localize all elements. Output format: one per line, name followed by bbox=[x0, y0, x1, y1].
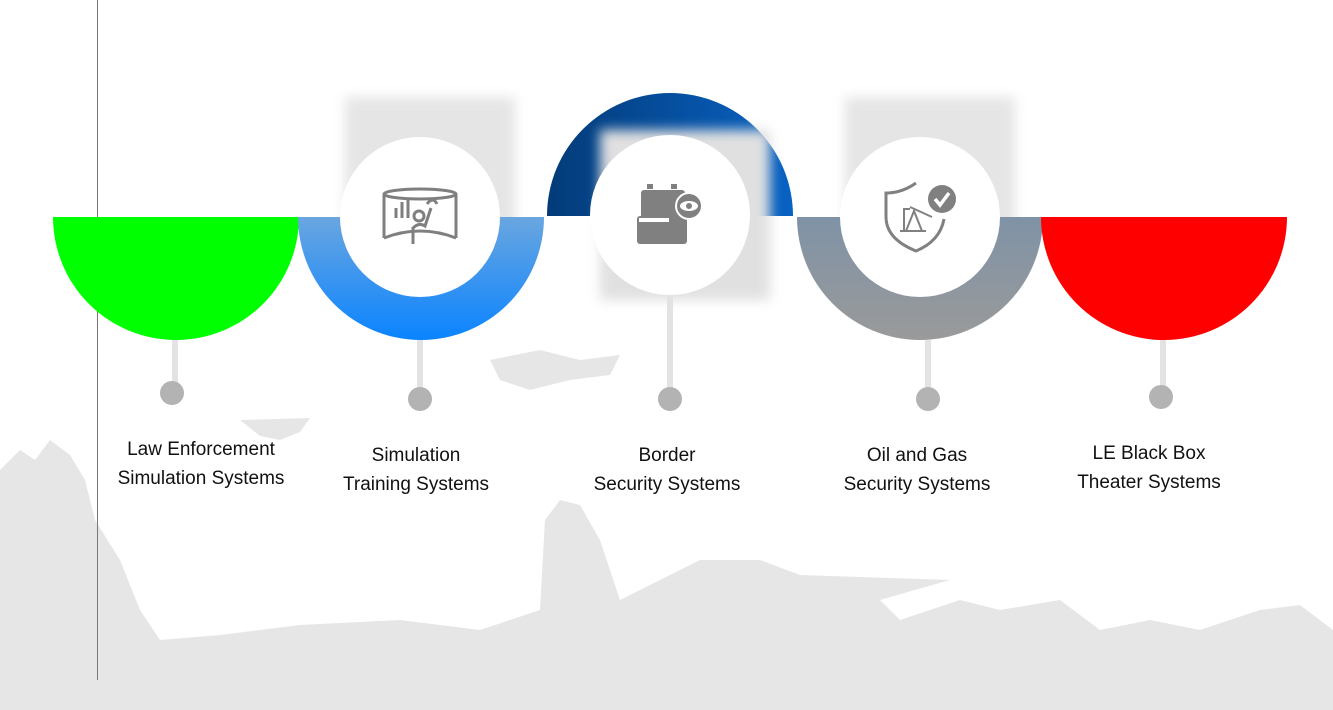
step-4-dot bbox=[916, 387, 940, 411]
step-2-dot bbox=[408, 387, 432, 411]
step-2-label-line-1: Simulation bbox=[371, 445, 461, 466]
interactive-screen-icon bbox=[382, 187, 458, 244]
vertical-divider bbox=[97, 0, 98, 680]
step-5-label-line-2: Theater Systems bbox=[1077, 472, 1221, 493]
step-4-icon-circle bbox=[840, 137, 1000, 297]
step-1-dot bbox=[160, 381, 184, 405]
step-3-label-line-2: Security Systems bbox=[593, 474, 741, 495]
step-3-label-line-1: Border bbox=[638, 445, 696, 466]
step-5-stem bbox=[1160, 340, 1166, 390]
step-2-label-line-2: Training Systems bbox=[342, 474, 490, 495]
step-2-stem bbox=[417, 340, 423, 390]
step-4-label-line-1: Oil and Gas bbox=[866, 445, 968, 466]
step-3-icon-circle bbox=[590, 135, 750, 295]
step-5-label-line-1: LE Black Box bbox=[1092, 443, 1206, 464]
step-3-stem bbox=[667, 290, 673, 390]
step-4-label-line-2: Security Systems bbox=[843, 474, 991, 495]
step-1-label-line-1: Law Enforcement bbox=[127, 439, 275, 460]
step-2-icon-circle bbox=[340, 137, 500, 297]
step-1-label-line-2: Simulation Systems bbox=[117, 468, 285, 489]
shield-oil-pump-check-icon bbox=[884, 181, 956, 253]
step-3-dot bbox=[658, 387, 682, 411]
step-4-stem bbox=[925, 340, 931, 390]
step-5-dot bbox=[1149, 385, 1173, 409]
briefcase-eye-icon bbox=[637, 184, 703, 244]
step-1-stem bbox=[172, 340, 178, 385]
